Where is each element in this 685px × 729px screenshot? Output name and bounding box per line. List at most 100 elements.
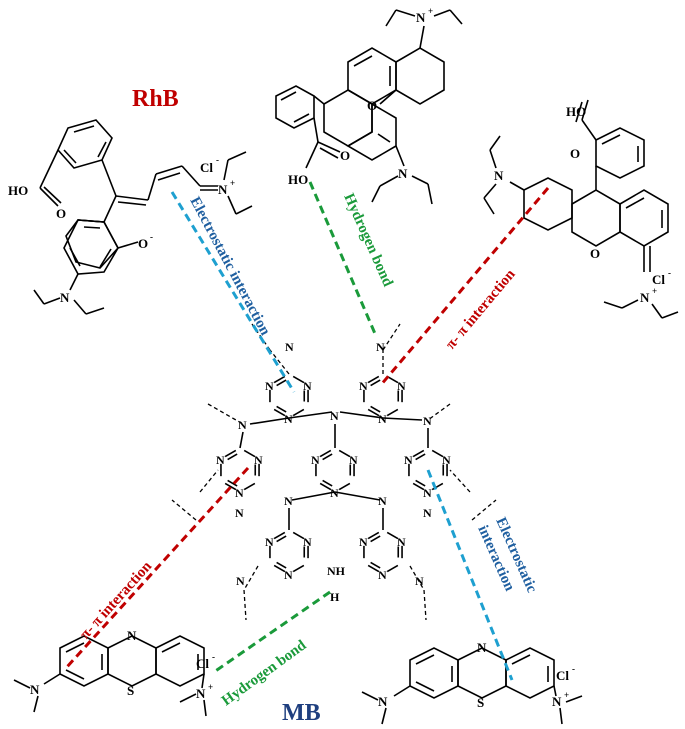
network-bond: [292, 564, 305, 573]
rhb-molecule-left: HO O N + Cl - O - N: [8, 119, 253, 315]
network-bond: [409, 565, 425, 591]
n-plus-label-top: N: [416, 10, 426, 25]
network-bond: [367, 531, 380, 540]
network-bond: [227, 479, 238, 487]
mb-cl-label-left: Cl: [196, 656, 209, 671]
network-bond: [322, 453, 333, 461]
network-bond: [338, 449, 351, 458]
o-label-right: O: [570, 146, 580, 161]
network-n-label: N: [415, 574, 424, 588]
network-bond: [449, 469, 471, 493]
network-bond: [386, 531, 399, 540]
network-bond: [292, 375, 305, 384]
cl-minus-right: -: [668, 268, 671, 278]
network-bond: [273, 564, 286, 573]
mb-s-label-right: S: [477, 695, 484, 710]
mb-nme2-label-left: N: [30, 682, 40, 697]
network-n-label: N: [284, 494, 293, 508]
network-n-label: N: [404, 453, 413, 467]
network-bond: [292, 531, 305, 540]
network-n-label: N: [423, 506, 432, 520]
network-bond: [370, 405, 381, 413]
network-bond: [273, 531, 286, 540]
network-bond: [243, 449, 256, 458]
network-bond: [386, 564, 399, 573]
network-n-label: N: [423, 414, 432, 428]
network-bond: [243, 482, 256, 491]
rhb-molecule-center: O N + N O HO: [275, 6, 463, 205]
o-ring-label-right: O: [590, 246, 600, 261]
network-n-label: N: [376, 340, 385, 354]
network-bond: [319, 482, 332, 491]
mb-s-label-left: S: [127, 683, 134, 698]
electrostatic-line-top: [170, 191, 296, 393]
network-bond: [412, 449, 425, 458]
network-n-label: N: [284, 568, 293, 582]
network-bond: [382, 417, 423, 421]
network-bond: [171, 499, 197, 521]
network-bond: [367, 564, 380, 573]
mb-plus-sign-right: +: [564, 690, 569, 700]
hydrogen-line-top: [308, 181, 378, 337]
network-n-label: N: [216, 453, 225, 467]
network-bond: [370, 379, 381, 387]
hydrogen-label-top: Hydrogen bond: [340, 191, 396, 290]
cl-label: Cl: [200, 160, 213, 175]
n-plus-label: N: [218, 182, 228, 197]
mb-plus-sign-left: +: [208, 682, 213, 692]
mb-n-label-right: N: [477, 640, 487, 655]
o-label-center: O: [340, 148, 350, 163]
network-n-label: N: [284, 412, 293, 426]
n-plus-label-right: N: [640, 290, 650, 305]
mb-n-plus-label-left: N: [196, 686, 206, 701]
hydrogen-label-bottom: Hydrogen bond: [219, 637, 310, 709]
network-bond: [338, 482, 351, 491]
network-bond: [292, 408, 305, 417]
network-n-label: N: [265, 379, 274, 393]
hydrogen-line-bottom: [213, 590, 331, 674]
rhb-molecule-right: HO O O N N + Cl -: [483, 99, 679, 319]
pi-label-bottom: π- π interaction: [77, 558, 156, 643]
network-bond: [269, 349, 290, 375]
network-bond: [427, 403, 451, 421]
network-bond: [276, 379, 287, 387]
network-bond: [288, 411, 333, 419]
network-n-label: N: [285, 340, 294, 354]
mb-cl-minus-left: -: [212, 652, 215, 662]
network-bond: [249, 417, 290, 425]
plus-label: +: [230, 178, 235, 188]
network-n-label: N: [378, 568, 387, 582]
network-n-label: N: [442, 453, 451, 467]
network-bond: [415, 479, 426, 487]
network-bond: [334, 491, 381, 501]
mb-title: MB: [282, 700, 321, 726]
network-n-label: N: [265, 535, 274, 549]
network-bond: [276, 535, 287, 543]
network-n-label: N: [235, 506, 244, 520]
network-n-label: N: [254, 453, 263, 467]
network-n-label: N: [359, 379, 368, 393]
network-bond: [370, 535, 381, 543]
network-n-label: N: [423, 486, 432, 500]
n-label-center: N: [398, 166, 408, 181]
pi-label-top: π- π interaction: [443, 266, 519, 353]
o-minus-label: O: [138, 236, 148, 251]
mb-cl-label-right: Cl: [556, 668, 569, 683]
pi-line-top: [378, 187, 550, 387]
network-n-label: N: [235, 486, 244, 500]
network-bond: [224, 449, 237, 458]
network-bond: [199, 469, 219, 493]
o-minus-sign: -: [150, 232, 153, 242]
network-bond: [415, 453, 426, 461]
network-bond: [319, 449, 332, 458]
electrostatic-label-top: Electrostatic interaction: [186, 194, 273, 338]
network-bond: [243, 589, 247, 621]
n-label: N: [60, 290, 70, 305]
network-bond: [276, 561, 287, 569]
o-label: O: [56, 206, 66, 221]
network-bond: [224, 482, 237, 491]
network-n-label: N: [238, 418, 247, 432]
mb-cl-minus-right: -: [572, 664, 575, 674]
network-bond: [382, 323, 401, 351]
mb-nme2-label-right: N: [378, 694, 388, 709]
